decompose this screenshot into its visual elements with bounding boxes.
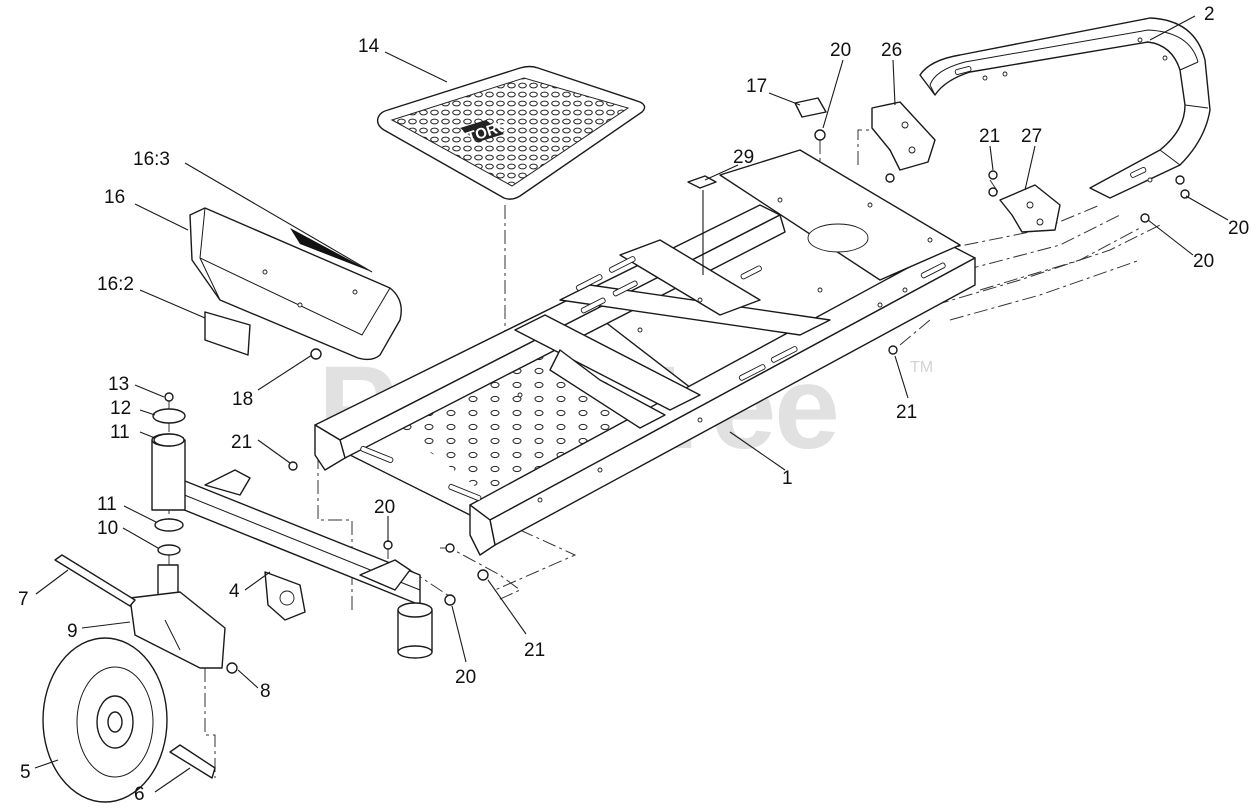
callout-21-left: 21 xyxy=(231,432,252,453)
callout-6: 6 xyxy=(134,784,145,805)
bolt-7 xyxy=(54,554,136,607)
callout-16-3: 16:3 xyxy=(133,149,170,170)
callout-26: 26 xyxy=(881,40,902,61)
callout-7: 7 xyxy=(18,589,29,610)
bracket-26 xyxy=(871,101,936,171)
bearing-11-top xyxy=(153,433,185,447)
callout-20-front: 20 xyxy=(374,497,395,518)
callout-4: 4 xyxy=(229,581,240,602)
callout-12: 12 xyxy=(110,398,131,419)
callout-16-2: 16:2 xyxy=(97,274,134,295)
decal-16-3 xyxy=(290,228,372,272)
callout-8: 8 xyxy=(260,681,271,702)
callout-20-rear-upper: 20 xyxy=(1228,218,1249,239)
bearing-11-bottom xyxy=(154,518,184,532)
rear-bumper xyxy=(919,17,1211,199)
axle-bolt-6 xyxy=(169,744,216,779)
callout-9: 9 xyxy=(67,621,78,642)
callout-21-rear: 21 xyxy=(979,126,1000,147)
callout-20-bottom: 20 xyxy=(455,667,476,688)
caster-wheel xyxy=(42,637,168,803)
callout-16: 16 xyxy=(104,187,125,208)
callout-29: 29 xyxy=(733,147,754,168)
callout-leaders xyxy=(34,15,1229,793)
bolt-13 xyxy=(164,392,174,402)
cap-12 xyxy=(152,408,186,424)
decal-16-2 xyxy=(204,311,251,356)
callout-21-right: 21 xyxy=(896,402,917,423)
callout-11-bottom: 11 xyxy=(97,494,117,515)
watermark-trademark: TM xyxy=(910,359,933,376)
callout-27: 27 xyxy=(1021,126,1042,147)
floor-mat: TORO xyxy=(376,65,646,200)
callout-5: 5 xyxy=(20,762,31,783)
callout-2: 2 xyxy=(1204,4,1215,25)
callout-20-top: 20 xyxy=(830,40,851,61)
decal-29 xyxy=(687,175,717,189)
callout-14: 14 xyxy=(358,36,380,57)
callout-18: 18 xyxy=(232,389,253,410)
decal-17 xyxy=(794,97,827,118)
main-frame xyxy=(314,149,976,556)
callout-21-bottom: 21 xyxy=(524,640,545,661)
callout-labels: 14 2 16:3 16 16:2 18 13 12 11 11 10 7 9 … xyxy=(18,4,1249,805)
fasteners xyxy=(226,129,1190,674)
bracket-27 xyxy=(999,184,1061,233)
callout-20-rear-lower: 20 xyxy=(1193,251,1214,272)
caster-fork xyxy=(129,564,226,669)
callout-17: 17 xyxy=(746,76,767,97)
callout-13: 13 xyxy=(108,374,129,395)
callout-10: 10 xyxy=(97,518,118,539)
washer-10 xyxy=(157,544,181,556)
callout-11-top: 11 xyxy=(110,422,130,443)
callout-1: 1 xyxy=(782,468,793,489)
seat-cover xyxy=(189,207,402,361)
